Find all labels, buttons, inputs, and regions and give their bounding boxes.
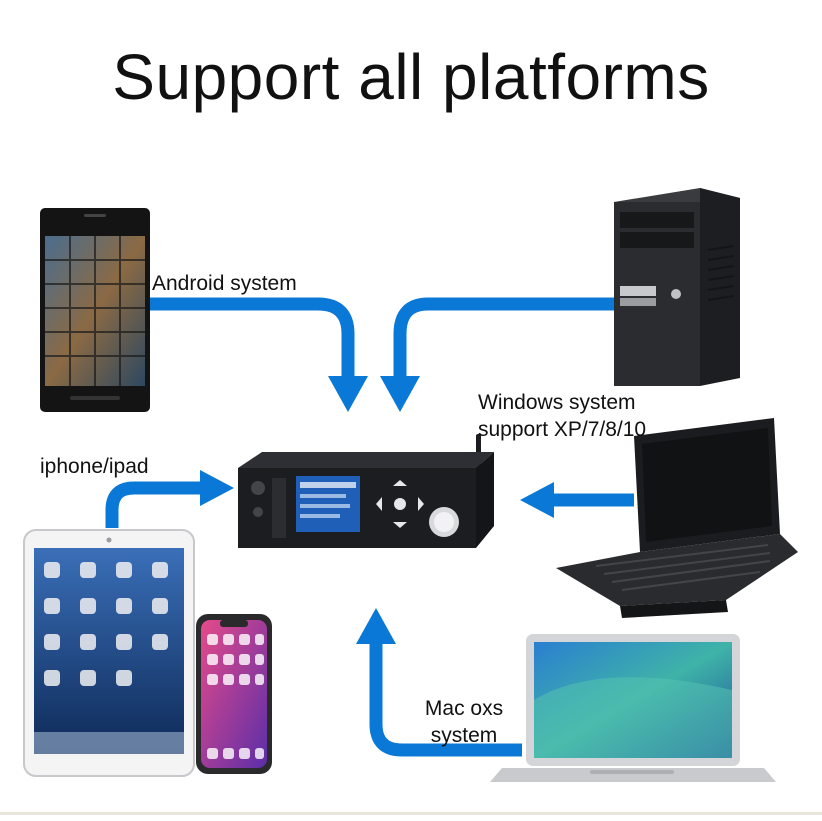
windows-label-line1: Windows system	[478, 391, 636, 414]
arrow-windows-desktop	[380, 297, 618, 412]
mac-label-line1: Mac oxs	[424, 697, 504, 720]
android-label: Android system	[152, 272, 297, 295]
footer-divider	[0, 812, 822, 815]
arrow-mac	[356, 608, 522, 757]
iphone-icon	[196, 614, 272, 774]
iphone-label: iphone/ipad	[40, 455, 149, 478]
page-title: Support all platforms	[112, 41, 710, 113]
arrow-iphone	[105, 470, 234, 528]
ipad-icon	[23, 529, 195, 777]
windows-label: Windows system support XP/7/8/10	[478, 389, 646, 443]
arrow-windows-laptop	[520, 482, 634, 518]
windows-label-line2: support XP/7/8/10	[478, 418, 647, 441]
android-phone-icon	[40, 208, 150, 412]
windows-laptop-icon	[556, 418, 798, 618]
desktop-tower-icon	[614, 188, 740, 386]
audio-device-icon	[238, 434, 494, 548]
macbook-icon	[490, 634, 776, 782]
mac-label-line2: system	[430, 724, 498, 747]
mac-label: Mac oxs system	[404, 695, 524, 749]
arrow-android	[150, 297, 368, 412]
